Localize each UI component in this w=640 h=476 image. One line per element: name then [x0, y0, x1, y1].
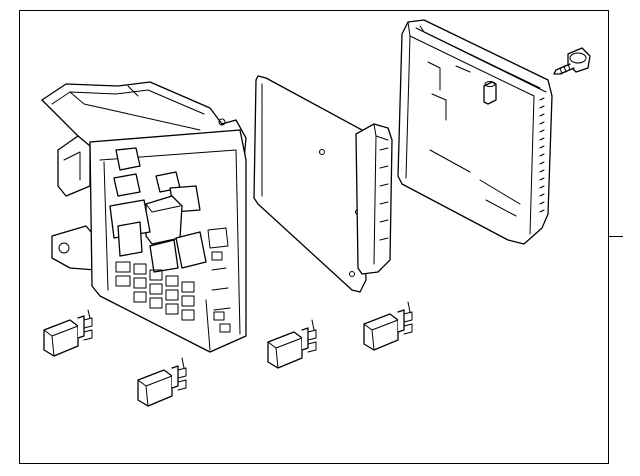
- mounting-screw: [553, 47, 591, 75]
- fuse-relay-box: [41, 81, 247, 353]
- relay-2: [137, 357, 187, 407]
- relay-3: [267, 319, 317, 369]
- callout-leader-line: [609, 236, 623, 237]
- gasket-plate: [253, 75, 393, 293]
- relay-1: [43, 309, 93, 357]
- relay-4: [363, 301, 413, 351]
- control-module: [397, 19, 553, 245]
